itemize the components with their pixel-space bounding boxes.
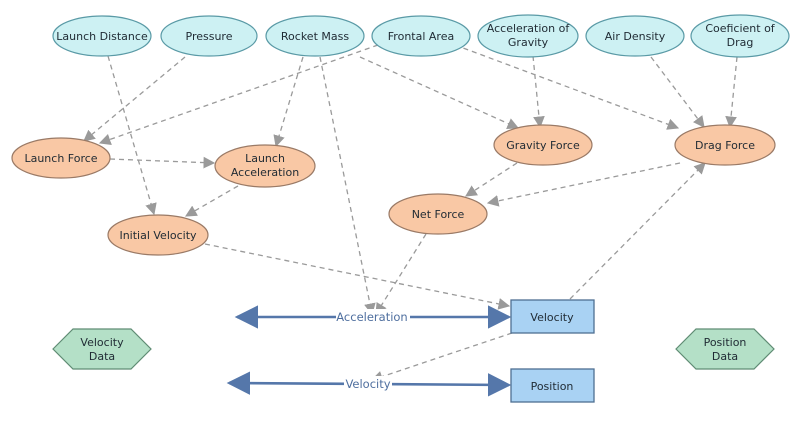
- frontal-area-label: Frontal Area: [388, 30, 454, 43]
- coeficient-of-drag-label-line1: Coeficient of: [705, 22, 775, 35]
- position-data-node[interactable]: Position Data: [675, 328, 775, 370]
- link-launch-force-to-launch-acceleration: [109, 156, 216, 169]
- link-pressure-to-launch-force: [83, 56, 186, 142]
- gravity-force-node[interactable]: Gravity Force: [493, 124, 593, 166]
- link-frontal-area-to-drag-force: [454, 44, 680, 130]
- pressure-label: Pressure: [186, 30, 233, 43]
- launch-distance-node[interactable]: Launch Distance: [52, 15, 152, 57]
- link-velocity-to-drag-force: [569, 162, 706, 300]
- pressure-node[interactable]: Pressure: [160, 15, 258, 57]
- net-force-label: Net Force: [412, 208, 465, 221]
- launch-force-label: Launch Force: [24, 152, 97, 165]
- net-force-node[interactable]: Net Force: [388, 193, 488, 235]
- link-initial-velocity-to-velocity: [204, 243, 511, 310]
- launch-acceleration-label-line1: Launch: [245, 152, 285, 165]
- velocity-data-label-line2: Data: [89, 350, 115, 363]
- link-rocket-mass-to-gravity-force: [359, 56, 520, 130]
- link-air-density-to-drag-force: [650, 56, 705, 128]
- input-variables: Launch Distance Pressure Rocket Mass Fro…: [52, 14, 790, 58]
- link-accel-gravity-to-gravity-force: [532, 55, 545, 129]
- velocity-data-label-line1: Velocity: [80, 336, 124, 349]
- velocity-stock[interactable]: Velocity: [510, 299, 595, 334]
- stocks: Velocity Position: [510, 299, 595, 403]
- position-stock[interactable]: Position: [510, 368, 595, 403]
- coeficient-of-drag-label-line2: Drag: [727, 36, 754, 49]
- air-density-node[interactable]: Air Density: [585, 15, 685, 57]
- velocity-data-node[interactable]: Velocity Data: [52, 328, 152, 370]
- rocket-mass-node[interactable]: Rocket Mass: [265, 15, 365, 57]
- link-drag-force-to-net-force: [486, 162, 681, 207]
- links: [83, 44, 738, 383]
- flows: [226, 305, 512, 397]
- position-data-label-line2: Data: [712, 350, 738, 363]
- rocket-mass-label: Rocket Mass: [281, 30, 349, 43]
- coeficient-of-drag-node[interactable]: Coeficient of Drag: [690, 14, 790, 58]
- position-stock-label: Position: [531, 380, 574, 393]
- gravity-force-label: Gravity Force: [506, 139, 580, 152]
- acceleration-of-gravity-label-line2: Gravity: [508, 36, 549, 49]
- drag-force-label: Drag Force: [695, 139, 755, 152]
- acceleration-flow-label: Acceleration: [336, 310, 407, 324]
- calculated-variables: Launch Force Launch Acceleration Initial…: [11, 124, 776, 256]
- link-coef-drag-to-drag-force: [725, 56, 738, 129]
- drag-force-node[interactable]: Drag Force: [674, 124, 776, 166]
- launch-acceleration-node[interactable]: Launch Acceleration: [214, 144, 316, 188]
- link-net-force-to-acceleration: [375, 233, 427, 315]
- link-gravity-force-to-net-force: [465, 162, 518, 197]
- frontal-area-node[interactable]: Frontal Area: [371, 15, 471, 57]
- launch-distance-label: Launch Distance: [56, 30, 148, 43]
- position-data-label-line1: Position: [704, 336, 747, 349]
- acceleration-of-gravity-label-line1: Acceleration of: [487, 22, 571, 35]
- launch-force-node[interactable]: Launch Force: [11, 137, 111, 179]
- initial-velocity-label: Initial Velocity: [119, 229, 197, 242]
- data-nodes: Velocity Data Position Data: [52, 328, 775, 370]
- air-density-label: Air Density: [605, 30, 666, 43]
- acceleration-of-gravity-node[interactable]: Acceleration of Gravity: [477, 14, 579, 58]
- velocity-flow-label: Velocity: [345, 377, 390, 391]
- initial-velocity-node[interactable]: Initial Velocity: [107, 214, 209, 256]
- launch-acceleration-label-line2: Acceleration: [231, 166, 299, 179]
- link-velocity-to-velocity-flow: [370, 332, 513, 383]
- link-launch-distance-to-initial-velocity: [107, 55, 157, 216]
- link-launch-acceleration-to-initial-velocity: [184, 185, 239, 217]
- velocity-stock-label: Velocity: [530, 311, 574, 324]
- link-rocket-mass-to-acceleration: [319, 56, 376, 316]
- link-rocket-mass-to-launch-acceleration: [273, 56, 304, 148]
- link-frontal-area-to-launch-force: [98, 44, 379, 146]
